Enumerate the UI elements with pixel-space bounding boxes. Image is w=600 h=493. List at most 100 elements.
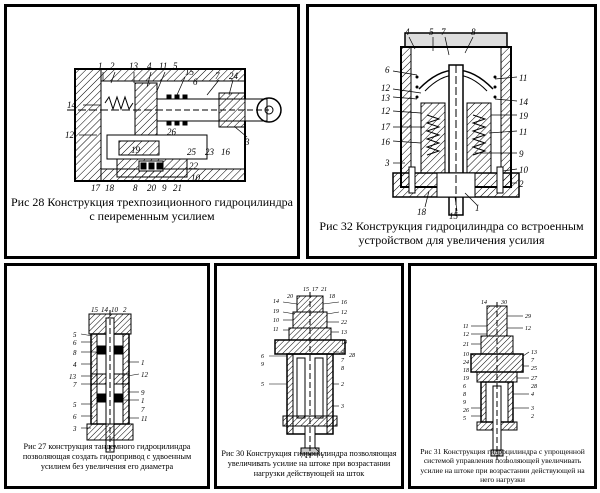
fig28-label-18: 18: [105, 183, 115, 193]
figure-31-drawing: 14 30 11 29 12 12 21 10 24 18 13 19 7 6 …: [463, 299, 538, 462]
fig30-label-3: 3: [340, 404, 344, 410]
fig28-label-26: 26: [167, 127, 177, 137]
fig30-label-7: 7: [341, 358, 345, 364]
fig32-label-10: 10: [519, 165, 529, 175]
fig31-label-6: 6: [463, 384, 466, 390]
figure-27-panel: 15 14 10 2 5 6 8 4 13 7 5 6 3 1 12 9 1 7…: [4, 263, 210, 489]
fig28-label-20: 20: [147, 183, 157, 193]
fig27-label-15: 15: [91, 306, 99, 314]
fig30-label-6: 6: [261, 354, 264, 360]
fig28-label-2: 2: [110, 61, 115, 71]
fig27-label-7: 7: [73, 381, 77, 389]
fig27-label-12: 12: [141, 371, 149, 379]
fig31-label-13: 13: [531, 350, 537, 356]
fig28-label-10: 10: [191, 173, 201, 183]
fig30-label-9: 9: [261, 362, 264, 368]
fig31-label-21: 21: [463, 342, 469, 348]
figure-32-drawing: 4 5 7 8 6 11 12 13 14 12 19 17 11 16 9 3…: [381, 27, 529, 221]
fig31-label-25: 25: [531, 366, 537, 372]
fig28-label-11: 11: [159, 61, 167, 71]
fig28-label-16: 16: [221, 147, 231, 157]
figure-32-panel: 4 5 7 8 6 11 12 13 14 12 19 17 11 16 9 3…: [306, 4, 597, 259]
fig27-label-10: 10: [111, 306, 119, 314]
fig32-label-16: 16: [381, 137, 391, 147]
fig28-label-3: 3: [244, 137, 250, 147]
fig32-label-12b: 12: [381, 106, 391, 116]
fig32-label-1: 1: [475, 203, 480, 213]
fig31-label-8: 8: [463, 392, 466, 398]
fig31-label-9: 9: [463, 400, 466, 406]
figure-28-caption: Рис 28 Конструкция трехпозиционного гидр…: [11, 195, 294, 224]
fig32-label-12: 12: [381, 83, 391, 93]
fig28-label-5: 5: [173, 61, 178, 71]
fig31-label-28: 28: [531, 384, 537, 390]
fig27-label-6b: 6: [73, 413, 77, 421]
fig31-label-12b: 12: [525, 326, 531, 332]
fig31-label-24: 24: [463, 359, 469, 366]
fig28-label-21: 21: [173, 183, 182, 193]
fig27-label-7b: 7: [141, 406, 145, 414]
fig31-label-18: 18: [463, 368, 469, 374]
fig28-label-15: 15: [185, 67, 195, 77]
fig32-label-4: 4: [405, 27, 410, 37]
fig31-label-2: 2: [531, 414, 534, 420]
fig31-label-3: 3: [530, 406, 534, 412]
fig32-label-19: 19: [519, 111, 529, 121]
fig30-label-1: 1: [321, 454, 324, 460]
fig31-label-12: 12: [463, 332, 469, 338]
fig31-label-10: 10: [463, 352, 469, 358]
fig30-label-11: 11: [273, 327, 279, 333]
fig32-label-7: 7: [441, 27, 446, 37]
fig32-label-2: 2: [519, 179, 524, 189]
fig28-label-22: 22: [189, 161, 199, 171]
fig28-label-24: 24: [229, 71, 239, 81]
fig27-label-4: 4: [73, 361, 77, 369]
fig28-label-17: 17: [91, 183, 101, 193]
figure-32-caption: Рис 32 Конструкция гидроцилиндра со встр…: [319, 219, 584, 248]
fig30-label-16: 16: [341, 300, 347, 306]
fig28-label-23: 23: [205, 147, 215, 157]
fig32-label-13: 13: [381, 93, 391, 103]
fig30-label-8: 8: [341, 366, 344, 372]
fig30-label-17: 17: [312, 287, 319, 293]
fig32-label-8: 8: [471, 27, 476, 37]
fig28-label-13: 13: [129, 61, 139, 71]
fig30-label-18: 18: [329, 294, 335, 300]
fig30-label-22: 22: [341, 320, 347, 326]
figure-27-drawing: 15 14 10 2 5 6 8 4 13 7 5 6 3 1 12 9 1 7…: [69, 306, 149, 486]
fig31-label-7: 7: [531, 358, 535, 364]
fig32-label-15: 15: [449, 211, 459, 221]
fig30-label-2: 2: [341, 382, 344, 388]
fig32-label-6: 6: [385, 65, 390, 75]
fig30-label-10: 10: [273, 318, 279, 324]
fig31-label-19: 19: [463, 376, 469, 382]
fig30-label-15: 15: [303, 287, 309, 293]
fig27-label-5b: 5: [73, 401, 77, 409]
fig31-label-14: 14: [481, 299, 487, 306]
fig32-label-11b: 11: [519, 127, 527, 137]
fig28-label-7: 7: [215, 71, 220, 81]
fig31-label-30: 30: [500, 300, 507, 306]
fig32-label-17: 17: [381, 122, 391, 132]
fig32-label-9: 9: [519, 149, 524, 159]
fig28-label-12: 12: [65, 130, 75, 140]
fig27-label-6: 6: [73, 339, 77, 347]
fig27-label-11: 11: [141, 415, 147, 423]
fig28-label-8: 8: [133, 183, 138, 193]
fig31-label-26: 26: [463, 408, 469, 414]
fig28-label-1: 1: [98, 61, 103, 71]
fig28-label-9: 9: [162, 183, 167, 193]
fig27-label-9: 9: [141, 389, 145, 397]
figure-31-panel: 14 30 11 29 12 12 21 10 24 18 13 19 7 6 …: [408, 263, 597, 489]
fig28-label-6: 6: [193, 77, 198, 87]
fig27-label-1b: 1: [141, 397, 145, 405]
fig32-label-11: 11: [519, 73, 527, 83]
fig30-label-14b: 14: [341, 339, 347, 346]
fig31-label-11: 11: [463, 324, 469, 330]
fig32-label-14: 14: [519, 97, 529, 107]
fig28-label-4: 4: [147, 61, 152, 71]
fig27-label-8: 8: [73, 349, 77, 357]
fig30-label-4: 4: [341, 349, 344, 356]
figure-28-drawing: 1 2 13 4 11 5 15 6 7 24 14 12 3 26 25 23…: [65, 61, 297, 193]
fig30-label-13: 13: [341, 330, 347, 336]
